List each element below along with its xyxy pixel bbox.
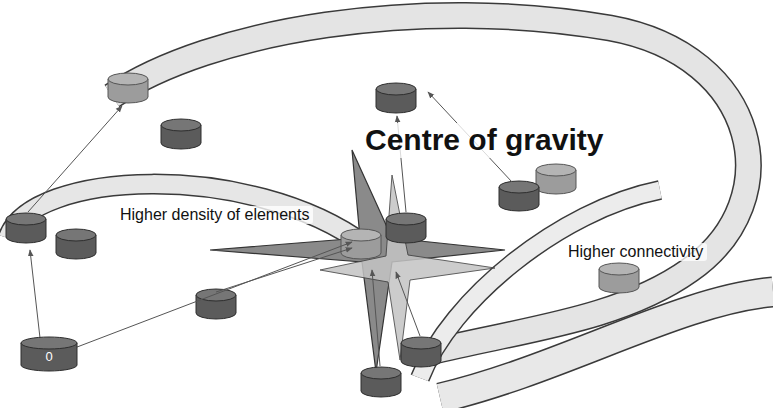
star-shape [320, 175, 495, 360]
ribbon-outline [440, 292, 773, 398]
ribbon-outline [420, 190, 660, 378]
cylinder [376, 83, 416, 113]
arrow-line [28, 106, 122, 212]
arrow-line [64, 242, 352, 352]
cylinder [386, 213, 426, 243]
cylinder [361, 367, 401, 397]
node-label: 0 [20, 349, 78, 364]
annotation-label: Centre of gravity [361, 123, 607, 158]
star-shape [210, 150, 505, 372]
annotation-label: Higher connectivity [564, 243, 707, 261]
arrow-line [372, 270, 380, 366]
cylinder [499, 181, 539, 211]
cylinder [536, 164, 576, 194]
cylinder [599, 263, 639, 293]
annotation-label: Higher density of elements [116, 206, 313, 224]
cylinder [108, 73, 148, 103]
cylinder [401, 337, 441, 367]
cylinder [6, 213, 46, 243]
arrow-line [216, 248, 352, 292]
arrow-line [30, 250, 40, 338]
arrow-line [396, 272, 420, 336]
cylinder [161, 119, 201, 149]
ribbon [420, 190, 660, 378]
cylinder-top [21, 337, 77, 349]
cylinder [56, 229, 96, 259]
ribbon [440, 292, 773, 398]
database-cylinder: 0 [20, 336, 78, 372]
